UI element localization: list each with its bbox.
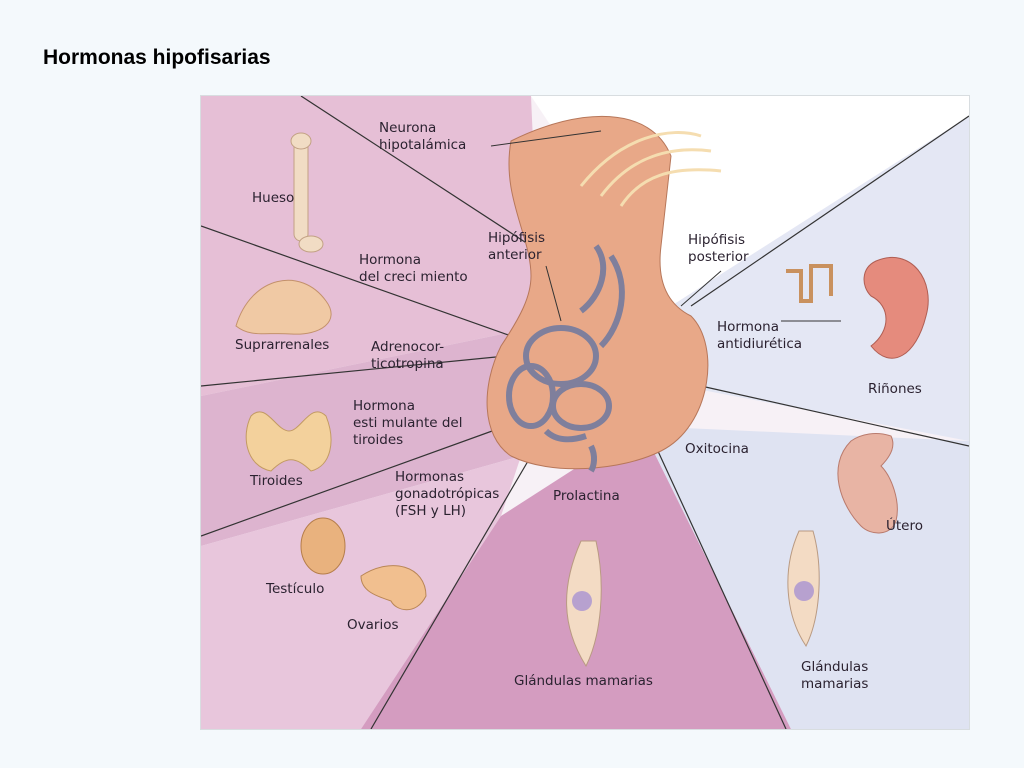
neuron-fibers — [579, 131, 702, 187]
adrenal-illustration — [235, 279, 332, 335]
label-glandulas-mamarias-centro: Glándulas mamarias — [514, 673, 653, 689]
label-neurona: Neurona hipotalámica — [379, 120, 467, 153]
diagram-artwork — [201, 96, 969, 729]
label-tiroides: Tiroides — [250, 473, 303, 489]
nephron-illustration — [786, 264, 833, 303]
divider-line — [690, 115, 969, 307]
panel-right — [671, 116, 969, 441]
testicle-illustration — [300, 517, 346, 575]
divider-line — [201, 425, 507, 537]
label-ovarios: Ovarios — [347, 617, 399, 633]
label-hipofisis-posterior: Hipófisis posterior — [688, 232, 749, 265]
divider-line — [700, 385, 969, 447]
label-suprarrenales: Suprarrenales — [235, 337, 330, 353]
slide-title: Hormonas hipofisarias — [43, 46, 271, 69]
divider-line — [201, 225, 512, 337]
label-testiculo: Testículo — [266, 581, 325, 597]
pointer-line — [680, 270, 722, 307]
mammary-lobules — [572, 591, 592, 611]
label-rinones: Riñones — [868, 381, 922, 397]
kidney-illustration — [863, 256, 929, 359]
label-utero: Útero — [886, 518, 923, 534]
pituitary-hormones-diagram: Neurona hipotalámica Hipófisis anterior … — [200, 95, 970, 730]
label-hormona-crecimiento: Hormona del creci miento — [359, 252, 468, 285]
label-hueso: Hueso — [252, 190, 295, 206]
neuron-fibers — [619, 168, 722, 207]
panel-left-bottom — [201, 456, 521, 729]
label-oxitocina: Oxitocina — [685, 441, 749, 457]
panel-left-middle — [201, 326, 541, 546]
mammary-lobules — [794, 581, 814, 601]
divider-line — [650, 435, 787, 729]
portal-vessels — [506, 244, 625, 473]
label-prolactina: Prolactina — [553, 488, 620, 504]
pointer-line — [545, 265, 562, 322]
label-glandulas-mamarias-derecha: Glándulas mamarias — [801, 659, 869, 692]
neuron-fibers — [599, 148, 712, 197]
divider-line — [201, 355, 507, 387]
label-hipofisis-anterior: Hipófisis anterior — [488, 230, 546, 263]
bone-illustration — [290, 132, 324, 253]
label-gonadotropicas: Hormonas gonadotrópicas (FSH y LH) — [395, 469, 500, 519]
label-hormona-tiroides: Hormona esti mulante del tiroides — [353, 398, 463, 448]
label-adrenocorticotropina: Adrenocor- ticotropina — [371, 339, 445, 372]
pointer-line — [490, 130, 602, 147]
ovaries-illustration — [360, 565, 427, 611]
thyroid-illustration — [245, 411, 332, 472]
label-antidiuretica: Hormona antidiurética — [717, 319, 803, 352]
divider-line — [300, 96, 532, 247]
uterus-illustration — [837, 433, 898, 534]
divider-line — [370, 455, 532, 729]
